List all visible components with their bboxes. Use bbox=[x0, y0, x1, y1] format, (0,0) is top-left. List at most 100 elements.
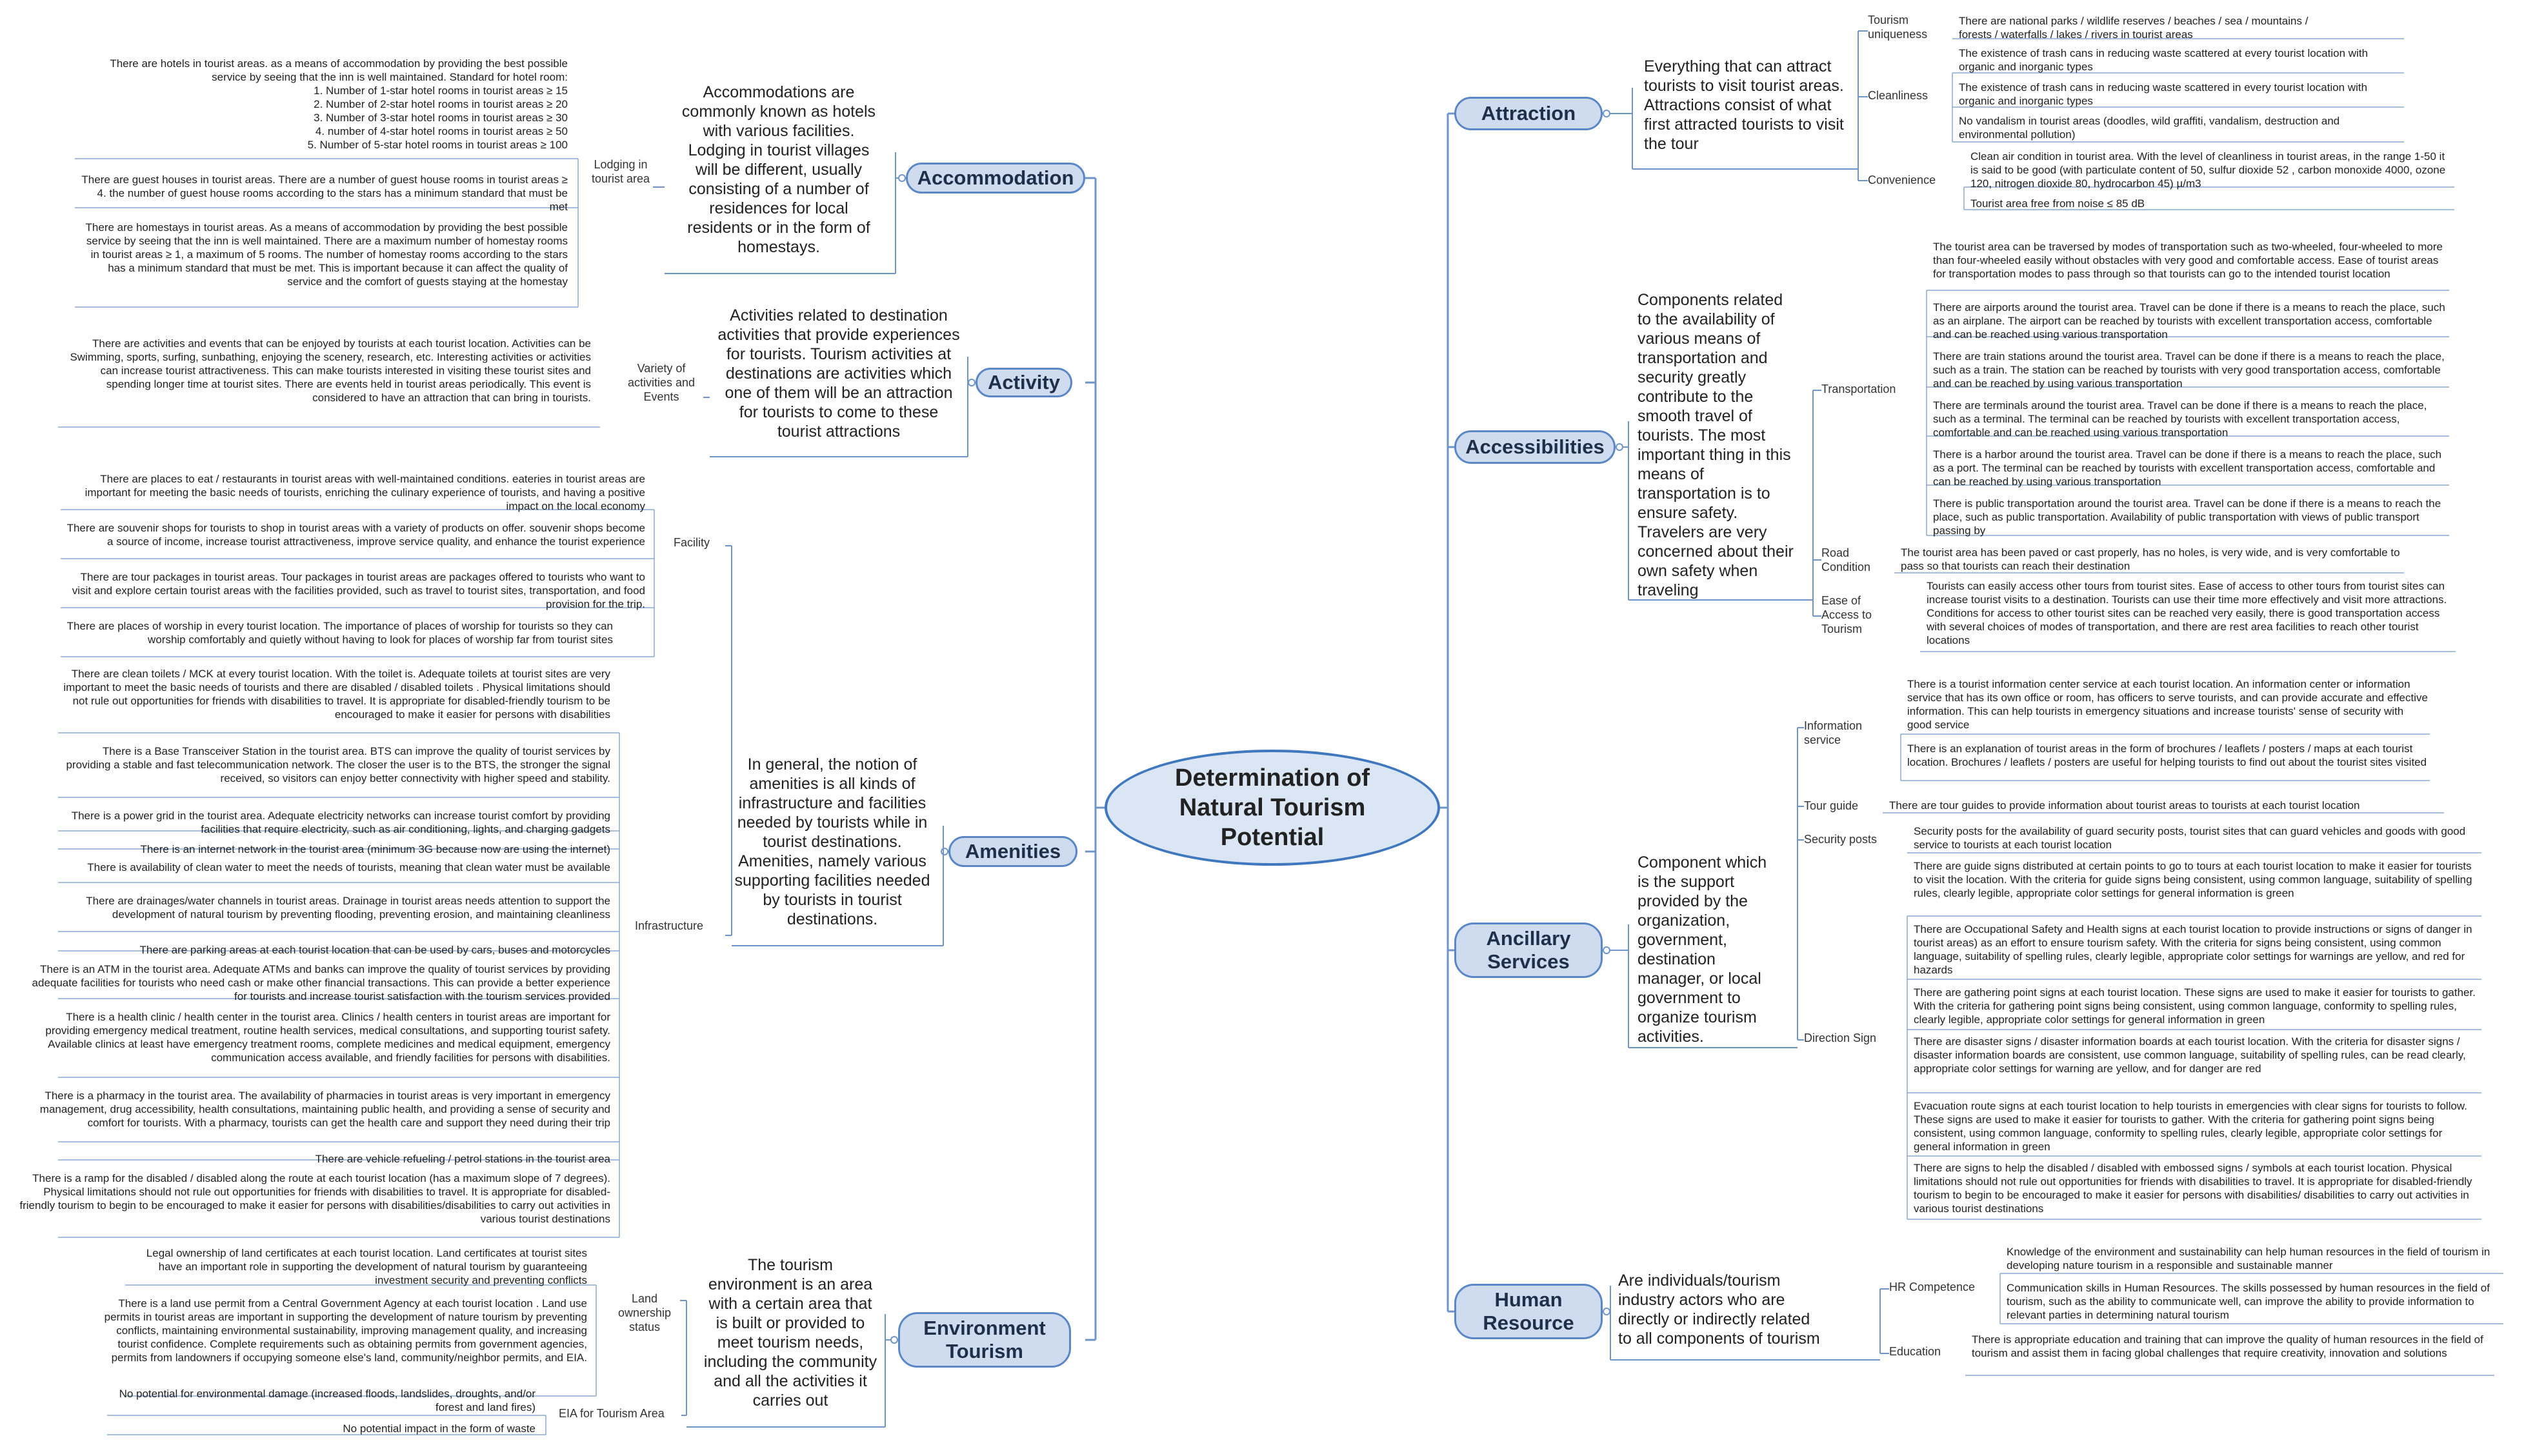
amenities-leaf: There are vehicle refueling / petrol sta… bbox=[315, 1153, 610, 1165]
accessibilities-label: Accessibilities bbox=[1465, 435, 1605, 458]
attraction-leaf: There are national parks / wildlife rese… bbox=[1959, 15, 2309, 41]
human-resource-description: Are individuals/tourism industry actors … bbox=[1618, 1272, 1820, 1348]
environment-sub-land-ownership: Land ownership status bbox=[617, 1292, 672, 1333]
amenities-label: Amenities bbox=[965, 840, 1061, 863]
accommodation-leaf: There are homestays in tourist areas. As… bbox=[85, 221, 568, 288]
ancillary-services-label: Ancillary Services bbox=[1486, 927, 1571, 973]
amenities-leaf: There is a power grid in the tourist are… bbox=[71, 810, 610, 835]
accessibilities-leaf: There are train stations around the tour… bbox=[1933, 350, 2445, 390]
accommodation-description: Accommodations are commonly known as hot… bbox=[681, 83, 876, 256]
ancillary-leaf: There are guide signs distributed at cer… bbox=[1914, 860, 2472, 899]
attraction-leaf: The existence of trash cans in reducing … bbox=[1959, 47, 2369, 73]
ancillary-description: Component which is the support provided … bbox=[1638, 853, 1767, 1046]
attraction-label: Attraction bbox=[1481, 102, 1576, 125]
amenities-leaf: There is a pharmacy in the tourist area.… bbox=[39, 1090, 610, 1129]
amenities-leaf: There are drainages/water channels in to… bbox=[86, 895, 610, 921]
amenities-leaf: There are tour packages in tourist areas… bbox=[72, 571, 645, 610]
ancillary-sub-security-posts: Security posts bbox=[1804, 833, 1878, 846]
human-leaf: There is appropriate education and train… bbox=[1972, 1333, 2483, 1359]
amenities-leaf: There is a ramp for the disabled / disab… bbox=[19, 1172, 610, 1225]
ancillary-leaf: Evacuation route signs at each tourist l… bbox=[1914, 1100, 2467, 1153]
amenities-leaf: There is a Base Transceiver Station in t… bbox=[66, 745, 610, 784]
ancillary-leaf: There are gathering point signs at each … bbox=[1914, 986, 2476, 1026]
accommodation-leaf: There are hotels in tourist areas. as a … bbox=[110, 57, 568, 151]
ancillary-leaf: Security posts for the availability of g… bbox=[1914, 825, 2466, 851]
ancillary-leaf: There are signs to help the disabled / d… bbox=[1914, 1162, 2472, 1215]
environment-tourism-label: Environment Tourism bbox=[923, 1317, 1046, 1362]
amenities-leaf: There is an internet network in the tour… bbox=[140, 843, 610, 855]
human-leaf: Knowledge of the environment and sustain… bbox=[2007, 1246, 2490, 1272]
amenities-leaf: There are places to eat / restaurants in… bbox=[85, 473, 645, 512]
accessibilities-leaf: There is a harbor around the tourist are… bbox=[1933, 448, 2442, 488]
ancillary-services-node[interactable]: Ancillary Services bbox=[1454, 922, 1603, 978]
activity-description: Activities related to destination activi… bbox=[717, 306, 960, 441]
attraction-sub-convenience: Convenience bbox=[1868, 174, 1936, 186]
environment-description: The tourism environment is an area with … bbox=[703, 1256, 877, 1410]
activity-node[interactable]: Activity bbox=[976, 368, 1072, 397]
accessibilities-leaf: There is public transportation around th… bbox=[1933, 497, 2441, 537]
activity-label: Activity bbox=[988, 371, 1060, 394]
accessibilities-sub-ease-of-access: Ease of Access to Tourism bbox=[1821, 594, 1872, 635]
attraction-sub-cleanliness: Cleanliness bbox=[1868, 89, 1928, 102]
attraction-leaf: Clean air condition in tourist area. Wit… bbox=[1970, 150, 2446, 190]
environment-leaf: There is a land use permit from a Centra… bbox=[104, 1297, 587, 1364]
ancillary-sub-direction-sign: Direction Sign bbox=[1804, 1032, 1877, 1044]
attraction-node[interactable]: Attraction bbox=[1454, 97, 1603, 130]
accommodation-label: Accommodation bbox=[917, 166, 1074, 189]
amenities-leaf: There are places of worship in every tou… bbox=[66, 620, 613, 646]
ancillary-sub-information-service: Information service bbox=[1804, 719, 1863, 746]
human-resource-label: Human Resource bbox=[1483, 1288, 1574, 1334]
human-resource-node[interactable]: Human Resource bbox=[1454, 1284, 1603, 1339]
attraction-description: Everything that can attract tourists to … bbox=[1644, 57, 1844, 153]
ancillary-leaf: There are disaster signs / disaster info… bbox=[1914, 1035, 2466, 1075]
amenities-sub-infrastructure: Infrastructure bbox=[635, 919, 704, 932]
attraction-leaf: Tourist area free from noise ≤ 85 dB bbox=[1970, 197, 2145, 210]
root-topic-label: Determination of Natural Tourism Potenti… bbox=[1175, 764, 1370, 851]
connector-node-dot bbox=[1603, 1308, 1610, 1315]
amenities-leaf: There are clean toilets / MCK at every t… bbox=[63, 668, 610, 721]
amenities-leaf: There is a health clinic / health center… bbox=[45, 1011, 610, 1064]
connector-node-dot bbox=[1616, 443, 1623, 451]
accommodation-leaf: There are guest houses in tourist areas.… bbox=[81, 174, 568, 213]
environment-tourism-node[interactable]: Environment Tourism bbox=[898, 1312, 1071, 1368]
activity-leaf: There are activities and events that can… bbox=[70, 337, 591, 404]
human-leaf: Communication skills in Human Resources.… bbox=[2007, 1282, 2490, 1321]
accessibilities-leaf: The tourist area has been paved or cast … bbox=[1901, 546, 2400, 572]
environment-leaf: No potential for environmental damage (i… bbox=[119, 1388, 536, 1413]
accessibilities-leaf: The tourist area can be traversed by mod… bbox=[1933, 241, 2443, 280]
amenities-node[interactable]: Amenities bbox=[948, 836, 1077, 867]
accessibilities-sub-road-condition: Road Condition bbox=[1821, 546, 1871, 573]
connector-node-dot bbox=[1603, 946, 1610, 954]
environment-leaf: Legal ownership of land certificates at … bbox=[146, 1247, 587, 1286]
attraction-leaf: No vandalism in tourist areas (doodles, … bbox=[1959, 115, 2340, 141]
ancillary-leaf: There are Occupational Safety and Health… bbox=[1914, 923, 2472, 976]
connector-node-dot bbox=[1603, 110, 1610, 117]
accessibilities-description: Components related to the availability o… bbox=[1638, 291, 1794, 599]
attraction-sub-uniqueness: Tourism uniqueness bbox=[1868, 14, 1928, 41]
connector-node-dot bbox=[941, 848, 948, 855]
accommodation-node[interactable]: Accommodation bbox=[906, 163, 1085, 194]
accessibilities-sub-transportation: Transportation bbox=[1821, 383, 1896, 395]
ancillary-leaf: There are tour guides to provide informa… bbox=[1889, 799, 2360, 812]
amenities-leaf: There are souvenir shops for tourists to… bbox=[66, 522, 645, 548]
ancillary-sub-tour-guide: Tour guide bbox=[1804, 799, 1859, 812]
accessibilities-leaf: Tourists can easily access other tours f… bbox=[1927, 580, 2447, 646]
amenities-description: In general, the notion of amenities is a… bbox=[734, 755, 930, 928]
environment-leaf: No potential impact in the form of waste bbox=[343, 1422, 536, 1435]
amenities-leaf: There is an ATM in the tourist area. Ade… bbox=[32, 963, 610, 1002]
amenities-sub-facility: Facility bbox=[674, 536, 710, 549]
ancillary-leaf: There is an explanation of tourist areas… bbox=[1907, 743, 2427, 768]
human-sub-education: Education bbox=[1889, 1345, 1941, 1358]
connector-node-dot bbox=[898, 174, 906, 182]
accessibilities-leaf: There are terminals around the tourist a… bbox=[1933, 399, 2427, 439]
connector-node-dot bbox=[968, 379, 976, 386]
environment-sub-eia: EIA for Tourism Area bbox=[559, 1407, 665, 1420]
amenities-leaf: There is availability of clean water to … bbox=[87, 861, 610, 873]
accessibilities-node[interactable]: Accessibilities bbox=[1454, 430, 1616, 464]
activity-sub-variety: Variety of activities and Events bbox=[627, 362, 696, 403]
human-sub-hr-competence: HR Competence bbox=[1889, 1281, 1976, 1293]
attraction-leaf: The existence of trash cans in reducing … bbox=[1959, 81, 2368, 107]
accommodation-sub-lodging: Lodging in tourist area bbox=[591, 158, 650, 185]
root-topic[interactable]: Determination of Natural Tourism Potenti… bbox=[1105, 750, 1440, 866]
